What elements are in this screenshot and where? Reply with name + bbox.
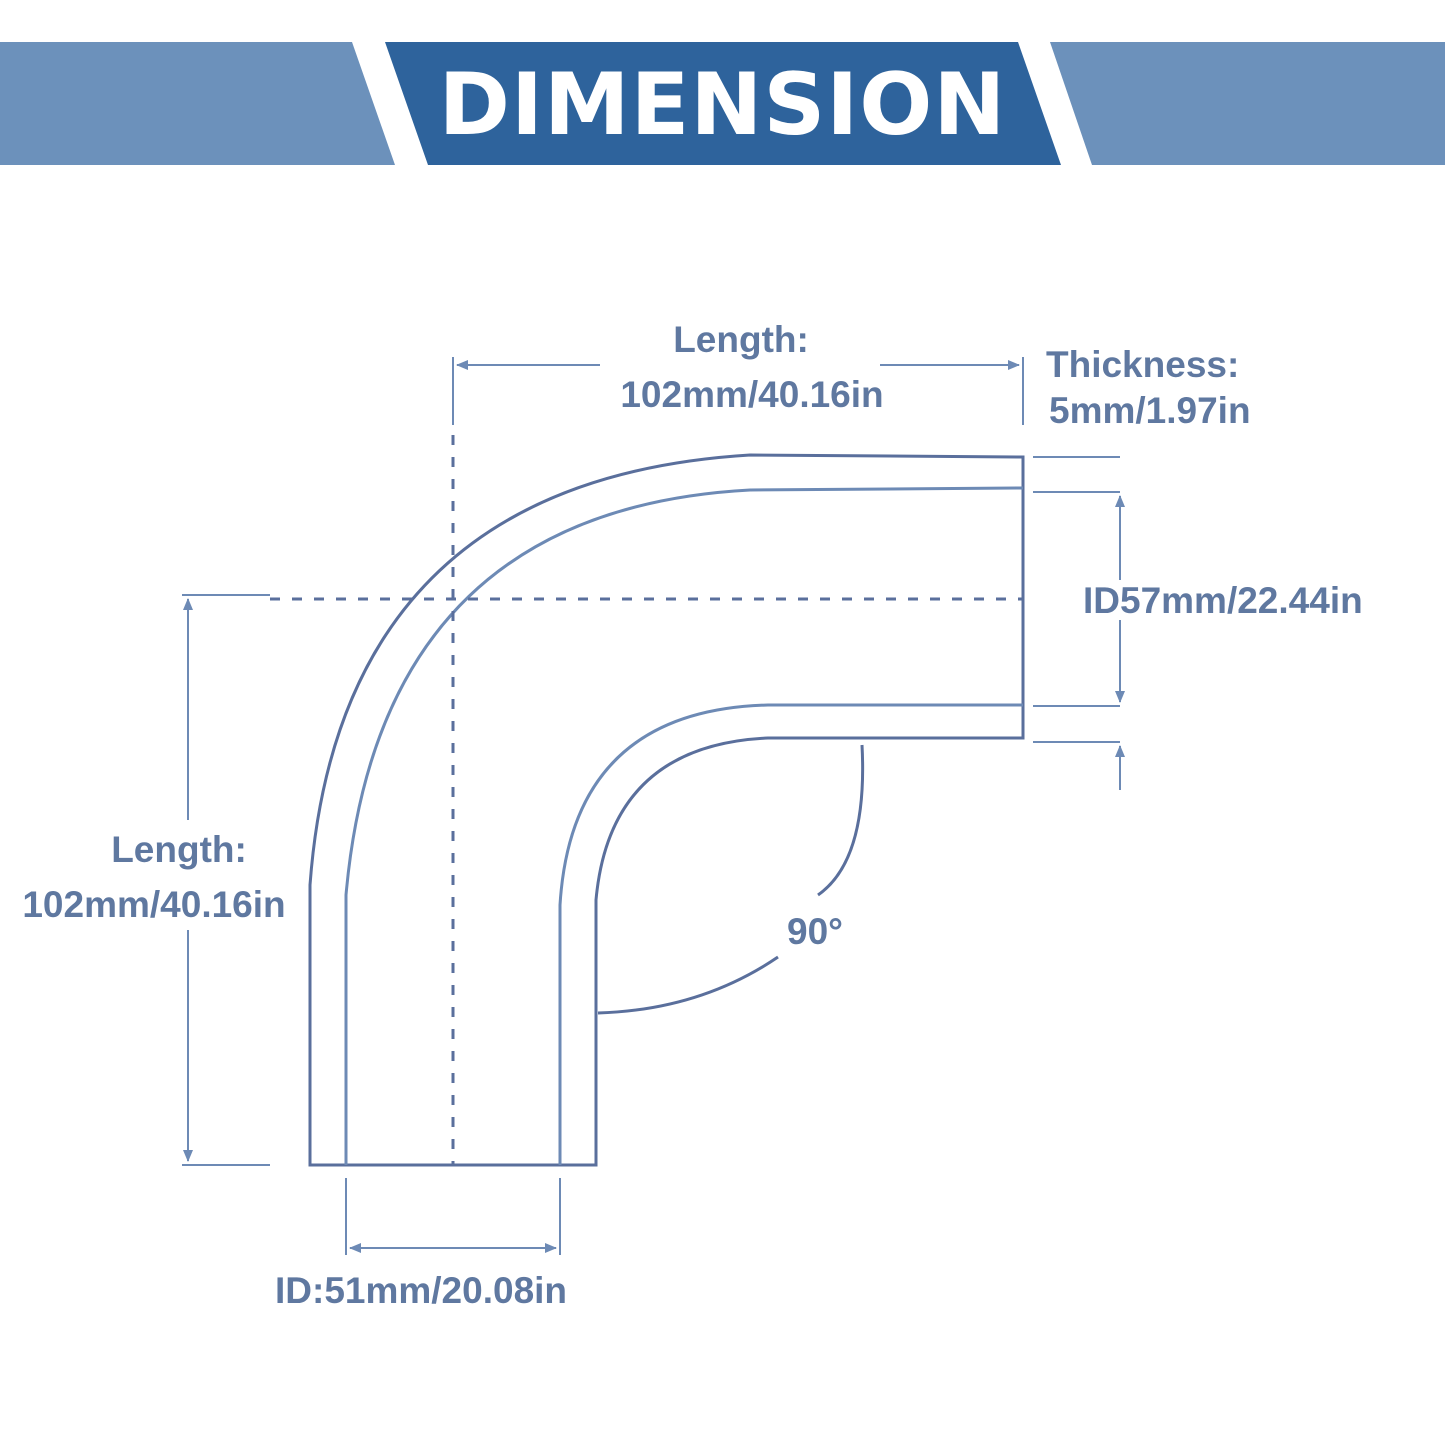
top-length-value: 102mm/40.16in [620, 374, 884, 415]
header-banner [0, 42, 1445, 165]
angle-label: 90° [787, 911, 843, 952]
thickness-title: Thickness: [1046, 344, 1240, 385]
left-length-title: Length: [111, 829, 247, 870]
page-title: DIMENSION [438, 55, 1007, 155]
left-length-value: 102mm/40.16in [22, 884, 286, 925]
right-id-label: ID57mm/22.44in [1083, 580, 1363, 621]
banner-left-segment [0, 42, 395, 165]
angle-arc-lower [597, 955, 779, 1015]
elbow-inner-wall-outer [344, 486, 1024, 1165]
elbow-outer-wall [308, 453, 1025, 1167]
banner-center-segment [385, 42, 1061, 165]
banner-right-segment [1050, 42, 1445, 165]
top-length-title: Length: [673, 319, 809, 360]
angle-arc-upper [817, 744, 865, 897]
bottom-id-label: ID:51mm/20.08in [275, 1270, 568, 1311]
elbow-inner-wall-inner [558, 703, 1023, 1165]
thickness-value: 5mm/1.97in [1049, 390, 1251, 431]
